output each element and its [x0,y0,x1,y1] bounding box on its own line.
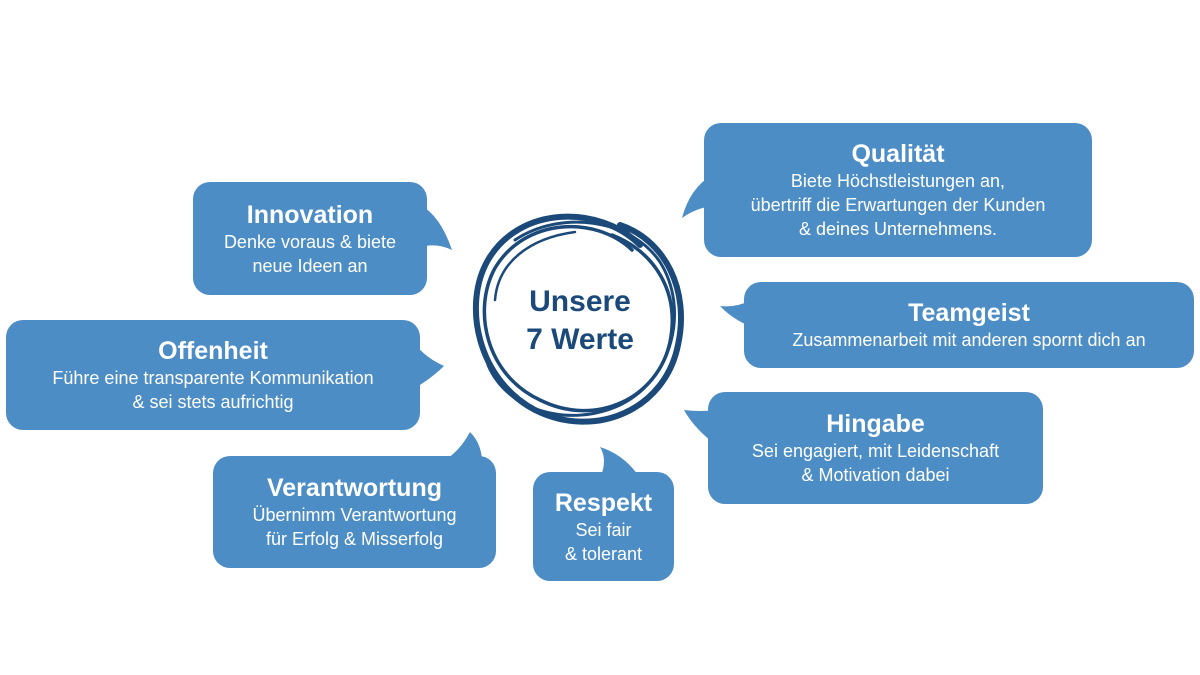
value-description-line: Sei engagiert, mit Leidenschaft [751,441,1000,461]
value-description-line: & tolerant [564,543,643,564]
value-description-line: Zusammenarbeit mit anderen spornt dich a… [792,330,1146,350]
center-label: Unsere 7 Werte [490,283,670,359]
value-title: Hingabe [826,410,925,438]
value-bubble-respekt: Respekt Sei fair & tolerant [533,472,674,581]
center-circle [472,213,684,425]
value-title: Offenheit [158,337,268,365]
value-description-line: übertriff die Erwartungen der Kunden [750,195,1046,215]
value-bubble-hingabe: Hingabe Sei engagiert, mit Leidenschaft … [708,392,1043,504]
center-label-line1: Unsere [529,285,631,318]
tail-offenheit [412,338,444,390]
value-description-line: Sei fair [575,519,632,540]
value-bubble-teamgeist: Teamgeist Zusammenarbeit mit anderen spo… [744,282,1194,368]
value-description-line: & sei stets aufrichtig [132,392,294,412]
value-bubble-qualitaet: Qualität Biete Höchstleistungen an, über… [704,123,1092,257]
value-title: Verantwortung [266,474,442,502]
value-bubble-innovation: Innovation Denke voraus & biete neue Ide… [193,182,427,295]
value-description-line: & deines Unternehmens. [798,219,998,239]
value-bubble-verantwortung: Verantwortung Übernimm Verantwortung für… [213,456,496,568]
value-description-line: Übernimm Verantwortung [252,505,457,525]
value-title: Teamgeist [908,299,1030,327]
center-label-line2: 7 Werte [526,323,634,356]
value-description-line: Biete Höchstleistungen an, [790,171,1006,191]
value-title: Respekt [554,488,653,517]
tail-respekt [600,447,640,478]
value-description-line: Denke voraus & biete [223,231,397,252]
value-bubble-offenheit: Offenheit Führe eine transparente Kommun… [6,320,420,430]
value-title: Qualität [851,140,945,168]
value-description-line: Führe eine transparente Kommunikation [52,368,374,388]
value-title: Innovation [246,200,374,229]
value-description-line: für Erfolg & Misserfolg [265,529,444,549]
value-description-line: & Motivation dabei [801,465,950,485]
value-description-line: neue Ideen an [252,255,368,276]
